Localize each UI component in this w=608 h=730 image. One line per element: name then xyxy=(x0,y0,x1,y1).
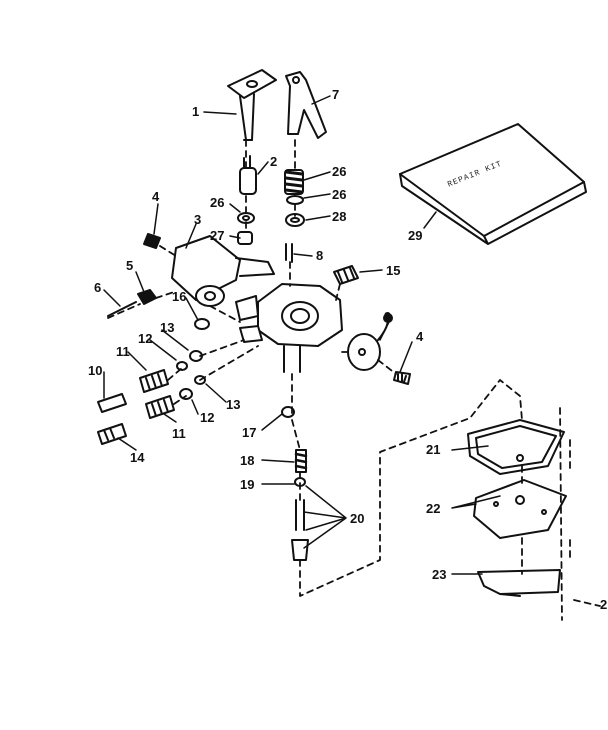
callout-26-washer: 26 xyxy=(332,187,347,202)
callout-16: 16 xyxy=(172,289,187,304)
callout-29: 29 xyxy=(408,228,423,243)
callout-8: 8 xyxy=(316,248,324,263)
assembly-lines xyxy=(107,139,601,621)
callout-7: 7 xyxy=(332,87,340,102)
part-1-throttle-shaft xyxy=(227,69,277,141)
callout-1: 1 xyxy=(192,104,200,119)
callout-15: 15 xyxy=(386,263,401,278)
part-15-jet xyxy=(333,265,359,285)
callout-28: 28 xyxy=(332,209,347,224)
part-7-choke-shaft xyxy=(285,71,327,139)
callout-3: 3 xyxy=(194,212,202,227)
callout-9: 9 xyxy=(384,309,392,324)
carburetor-body xyxy=(235,283,343,373)
part-2-valve xyxy=(239,155,257,195)
callout-27: 27 xyxy=(210,228,225,243)
callout-23: 23 xyxy=(432,567,447,582)
callout-11-upper: 11 xyxy=(116,344,130,359)
part-26-spring xyxy=(284,169,304,195)
callout-2: 2 xyxy=(270,154,278,169)
callout-20: 20 xyxy=(350,511,365,526)
fuel-pickup-parts xyxy=(281,406,309,561)
callout-19: 19 xyxy=(240,477,255,492)
adjusting-screws xyxy=(97,369,193,445)
callout-26-spring: 26 xyxy=(332,164,347,179)
callout-6: 6 xyxy=(94,280,102,295)
part-8-pin xyxy=(285,243,293,263)
callout-21: 21 xyxy=(426,442,441,457)
part-3-shaft-assembly xyxy=(143,233,275,307)
callout-17: 17 xyxy=(242,425,257,440)
washer-stack-right xyxy=(285,195,305,227)
leader-lines xyxy=(103,95,501,575)
callout-26-left: 26 xyxy=(210,195,225,210)
part-5-6-screw xyxy=(107,289,157,317)
callout-2-edge: 2 xyxy=(600,597,608,612)
callout-5: 5 xyxy=(126,258,134,273)
callout-14: 14 xyxy=(130,450,145,465)
callout-4-top: 4 xyxy=(152,189,160,204)
part-4-screw-right xyxy=(393,371,411,385)
callout-12-upper: 12 xyxy=(138,331,153,346)
callout-11-lower: 11 xyxy=(172,426,186,441)
repair-kit-box xyxy=(399,123,587,245)
callout-10: 10 xyxy=(88,363,103,378)
part-16-gasket xyxy=(176,318,210,385)
callout-13-upper: 13 xyxy=(160,320,175,335)
callout-4-right: 4 xyxy=(416,329,424,344)
callout-13-lower: 13 xyxy=(226,397,241,412)
pump-diaphragms xyxy=(467,419,567,597)
callout-18: 18 xyxy=(240,453,255,468)
callout-12-lower: 12 xyxy=(200,410,215,425)
callout-22: 22 xyxy=(426,501,441,516)
